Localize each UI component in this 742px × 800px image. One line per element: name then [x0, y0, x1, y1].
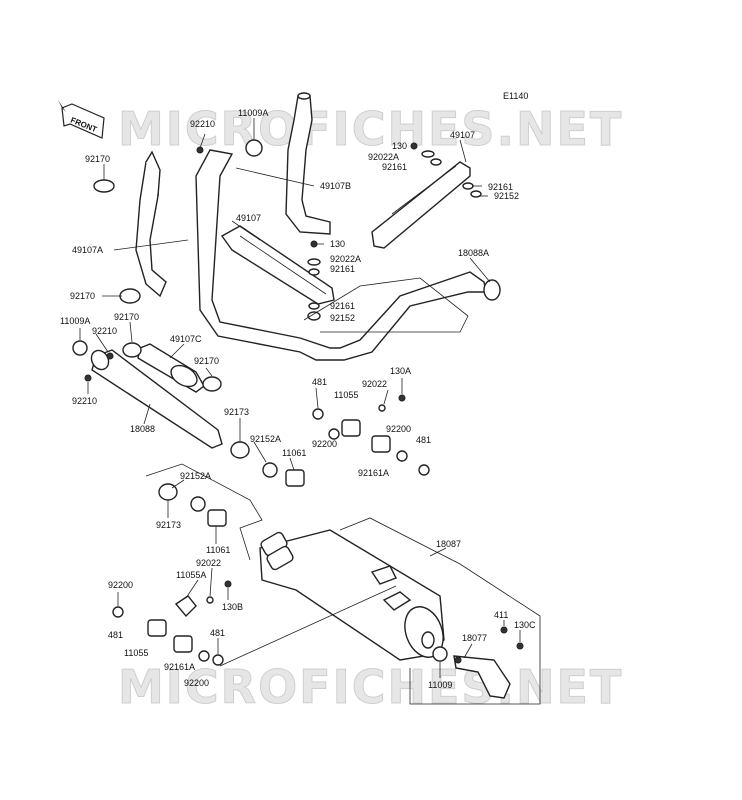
part-label: 92170 — [114, 312, 139, 322]
part-label: 130 — [392, 141, 407, 151]
part-label: 49107C — [170, 334, 202, 344]
part-label: 11055 — [124, 648, 148, 658]
part-label: 481 — [108, 630, 123, 640]
part-label: 92161A — [358, 468, 389, 478]
part-label: 130 — [330, 239, 345, 249]
exhaust-pipe-front-upper — [135, 150, 167, 298]
part-label: 92210 — [92, 326, 117, 336]
part-label: 11055 — [334, 390, 358, 400]
part-label: 18087 — [436, 539, 461, 549]
part-label: 11061 — [282, 448, 306, 458]
part-label: 92022A — [368, 152, 399, 162]
part-label: 411 — [494, 610, 508, 620]
part-label: 92200 — [108, 580, 133, 590]
exhaust-pipe-rear-upper — [285, 92, 331, 235]
part-label: 92022 — [362, 379, 387, 389]
part-label: 92152A — [180, 471, 211, 481]
part-label: 11009A — [238, 108, 268, 118]
part-label: 92210 — [190, 119, 215, 129]
part-label: 481 — [416, 435, 431, 445]
watermark-bottom: MICROFICHES.NET — [118, 660, 623, 714]
part-label: 49107A — [72, 245, 103, 255]
part-label: 92173 — [224, 407, 249, 417]
muffler-bracket — [453, 655, 511, 699]
watermark-top: MICROFICHES.NET — [118, 102, 623, 156]
part-label: 92022 — [196, 558, 221, 568]
part-label: 92200 — [386, 424, 411, 434]
leader-lines — [79, 118, 521, 678]
front-arrow-icon: FRONT — [58, 100, 105, 139]
part-label: 92022A — [330, 254, 361, 264]
part-label: 92161 — [382, 162, 407, 172]
part-label: 92170 — [194, 356, 219, 366]
part-label: 481 — [210, 628, 225, 638]
assembly-frame — [145, 277, 541, 705]
diagram-code: E1140 — [503, 91, 528, 101]
heat-shield-right — [371, 161, 471, 249]
part-label: 11009 — [428, 680, 452, 690]
part-label: 18088A — [458, 248, 489, 258]
part-label: 130B — [222, 602, 243, 612]
part-label: 92161 — [330, 264, 355, 274]
head-pipe-front-lower — [90, 349, 223, 449]
part-label: 92170 — [85, 154, 110, 164]
part-label: 481 — [312, 377, 327, 387]
part-label: 49107 — [450, 130, 475, 140]
part-label: 130C — [514, 620, 536, 630]
part-label: 92161 — [488, 182, 513, 192]
part-label: 92210 — [72, 396, 97, 406]
part-label: 92161 — [330, 301, 355, 311]
joint-pipe-49107c — [137, 343, 205, 393]
part-label: 92170 — [70, 291, 95, 301]
part-label: 92161A — [164, 662, 195, 672]
part-label: 49107B — [320, 181, 351, 191]
head-pipe-long — [195, 149, 501, 361]
part-label: 130A — [390, 366, 411, 376]
part-label: 11055A — [176, 570, 206, 580]
part-label: 92152A — [250, 434, 281, 444]
part-label: 92173 — [156, 520, 181, 530]
part-label: 92152 — [330, 313, 355, 323]
small-parts — [72, 139, 524, 666]
part-label: 49107 — [236, 213, 261, 223]
part-label: 18077 — [462, 633, 487, 643]
part-label: 18088 — [130, 424, 155, 434]
part-label: 92200 — [184, 678, 209, 688]
part-label: 11009A — [60, 316, 90, 326]
part-label: 92200 — [312, 439, 337, 449]
part-label: 11061 — [206, 545, 230, 555]
muffler — [259, 529, 445, 661]
part-labels: 11009A 92210 92170 49107B 49107 49107A 1… — [60, 108, 536, 690]
part-label: 92152 — [494, 191, 519, 201]
